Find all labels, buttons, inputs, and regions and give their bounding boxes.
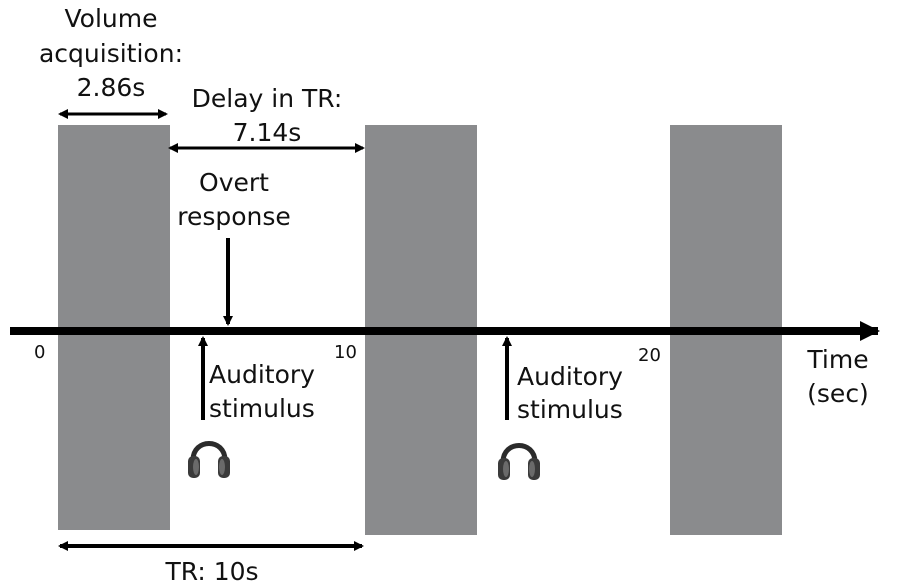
time-axis-label-line1: Time (806, 345, 868, 374)
time-axis-label-line2: (sec) (807, 379, 869, 408)
auditory-stimulus-2-line2: stimulus (517, 395, 623, 424)
overt-response-label-line1: Overt (199, 168, 269, 197)
tick-20: 20 (638, 345, 661, 366)
auditory-stimulus-2-line1: Auditory (517, 362, 623, 391)
tr-label: TR: 10s (164, 557, 258, 585)
tick-10: 10 (334, 342, 357, 363)
tick-0: 0 (34, 342, 45, 363)
volume-acquisition-label-line1: Volume (65, 4, 158, 33)
delay-label: Delay in TR: (192, 84, 343, 113)
volume-acquisition-label-line2: acquisition: (39, 39, 183, 68)
volume-acquisition-value: 2.86s (77, 73, 146, 102)
auditory-stimulus-1-line2: stimulus (209, 394, 315, 423)
headphones-icon (188, 444, 230, 479)
auditory-stimulus-1-line1: Auditory (209, 360, 315, 389)
headphones-icon (498, 446, 540, 481)
overt-response-label-line2: response (177, 202, 291, 231)
delay-value: 7.14s (233, 118, 302, 147)
